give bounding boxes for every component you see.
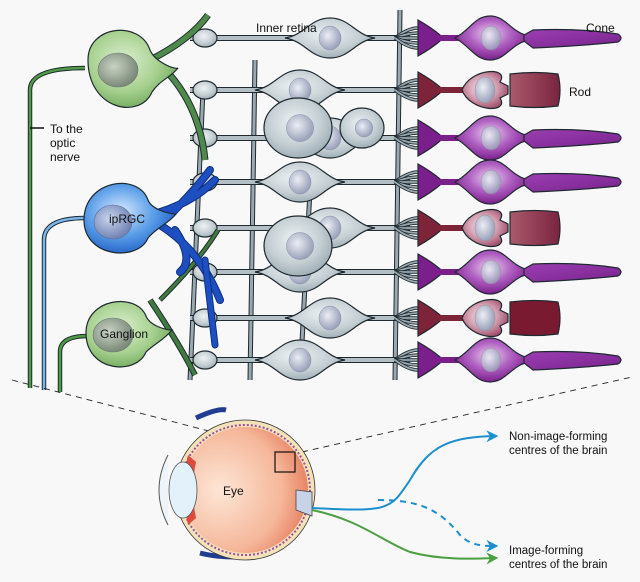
non-image-forming-label: Non-image-forming centres of the brain bbox=[509, 431, 607, 457]
cone-cell bbox=[417, 249, 622, 295]
cone-cell bbox=[417, 15, 622, 61]
bipolar-cell bbox=[254, 69, 346, 111]
zoom-guide-lines bbox=[11, 376, 633, 453]
rod-cell bbox=[417, 298, 561, 338]
svg-text:optic: optic bbox=[50, 136, 75, 150]
amacrine-bulb bbox=[192, 218, 218, 238]
ganglion-label: Ganglion bbox=[100, 327, 148, 341]
retina-zoom-box bbox=[274, 451, 296, 473]
eye-label: Eye bbox=[223, 484, 244, 498]
image-forming-pathway bbox=[311, 509, 499, 565]
cone-outer-segment bbox=[523, 350, 622, 371]
amacrine-cell bbox=[339, 107, 385, 149]
eye-illustration: Eye bbox=[158, 407, 316, 561]
cone-cell bbox=[417, 159, 622, 205]
bipolar-cell bbox=[254, 161, 346, 203]
cone-label: Cone bbox=[586, 21, 615, 35]
inner-retina-cells bbox=[187, 9, 419, 381]
rod-cell bbox=[417, 208, 561, 248]
cone-outer-segment bbox=[523, 262, 622, 283]
cone-outer-segment bbox=[523, 128, 622, 149]
ganglion-axon-bottom bbox=[58, 334, 89, 392]
brain-pathways bbox=[311, 430, 499, 565]
iprgc-dendrites bbox=[146, 166, 224, 349]
image-forming-label: Image-forming centres of the brain bbox=[509, 545, 607, 571]
rod-outer-segment bbox=[509, 299, 561, 337]
ganglion-cell-top bbox=[87, 29, 179, 108]
svg-text:centres of the brain: centres of the brain bbox=[509, 445, 607, 457]
iprgc-label: ipRGC bbox=[109, 212, 145, 226]
lens bbox=[168, 461, 198, 519]
iprgc-cell: ipRGC bbox=[83, 182, 178, 254]
photoreceptor-layer bbox=[417, 15, 622, 383]
non-image-forming-pathway bbox=[311, 430, 499, 511]
rod-outer-segment bbox=[509, 71, 561, 109]
cone-outer-segment bbox=[523, 172, 622, 193]
amacrine-cell bbox=[263, 97, 333, 159]
optic-nerve-stump bbox=[295, 489, 313, 517]
amacrine-bulb bbox=[192, 80, 218, 100]
amacrine-bulb bbox=[192, 350, 218, 370]
cone-outer-segment bbox=[523, 28, 622, 49]
rod-outer-segment bbox=[509, 209, 561, 247]
svg-text:Image-forming: Image-forming bbox=[509, 545, 583, 557]
iprgc-axon bbox=[42, 216, 86, 390]
amacrine-cell bbox=[263, 215, 333, 277]
optic-nerve-axons bbox=[27, 65, 89, 392]
svg-text:Non-image-forming: Non-image-forming bbox=[509, 431, 607, 443]
bipolar-cell bbox=[284, 17, 376, 59]
inner-retina-label: Inner retina bbox=[256, 21, 317, 35]
amacrine-bulb bbox=[192, 28, 218, 48]
svg-text:nerve: nerve bbox=[50, 150, 80, 164]
image-forming-dashed-pathway bbox=[377, 499, 499, 552]
bipolar-cell bbox=[284, 297, 376, 339]
ganglion-axon-top bbox=[28, 66, 86, 388]
svg-text:To the: To the bbox=[50, 122, 83, 136]
cone-cell bbox=[417, 337, 622, 383]
bipolar-cell bbox=[254, 339, 346, 381]
rod-cell bbox=[417, 70, 561, 110]
ganglion-dendrites bbox=[147, 12, 221, 377]
rod-label: Rod bbox=[569, 85, 591, 99]
svg-text:centres of the brain: centres of the brain bbox=[509, 559, 607, 571]
ganglion-cell-bottom: Ganglion bbox=[85, 301, 174, 368]
optic-nerve-label: To the optic nerve bbox=[50, 122, 83, 164]
cone-cell bbox=[417, 115, 622, 161]
